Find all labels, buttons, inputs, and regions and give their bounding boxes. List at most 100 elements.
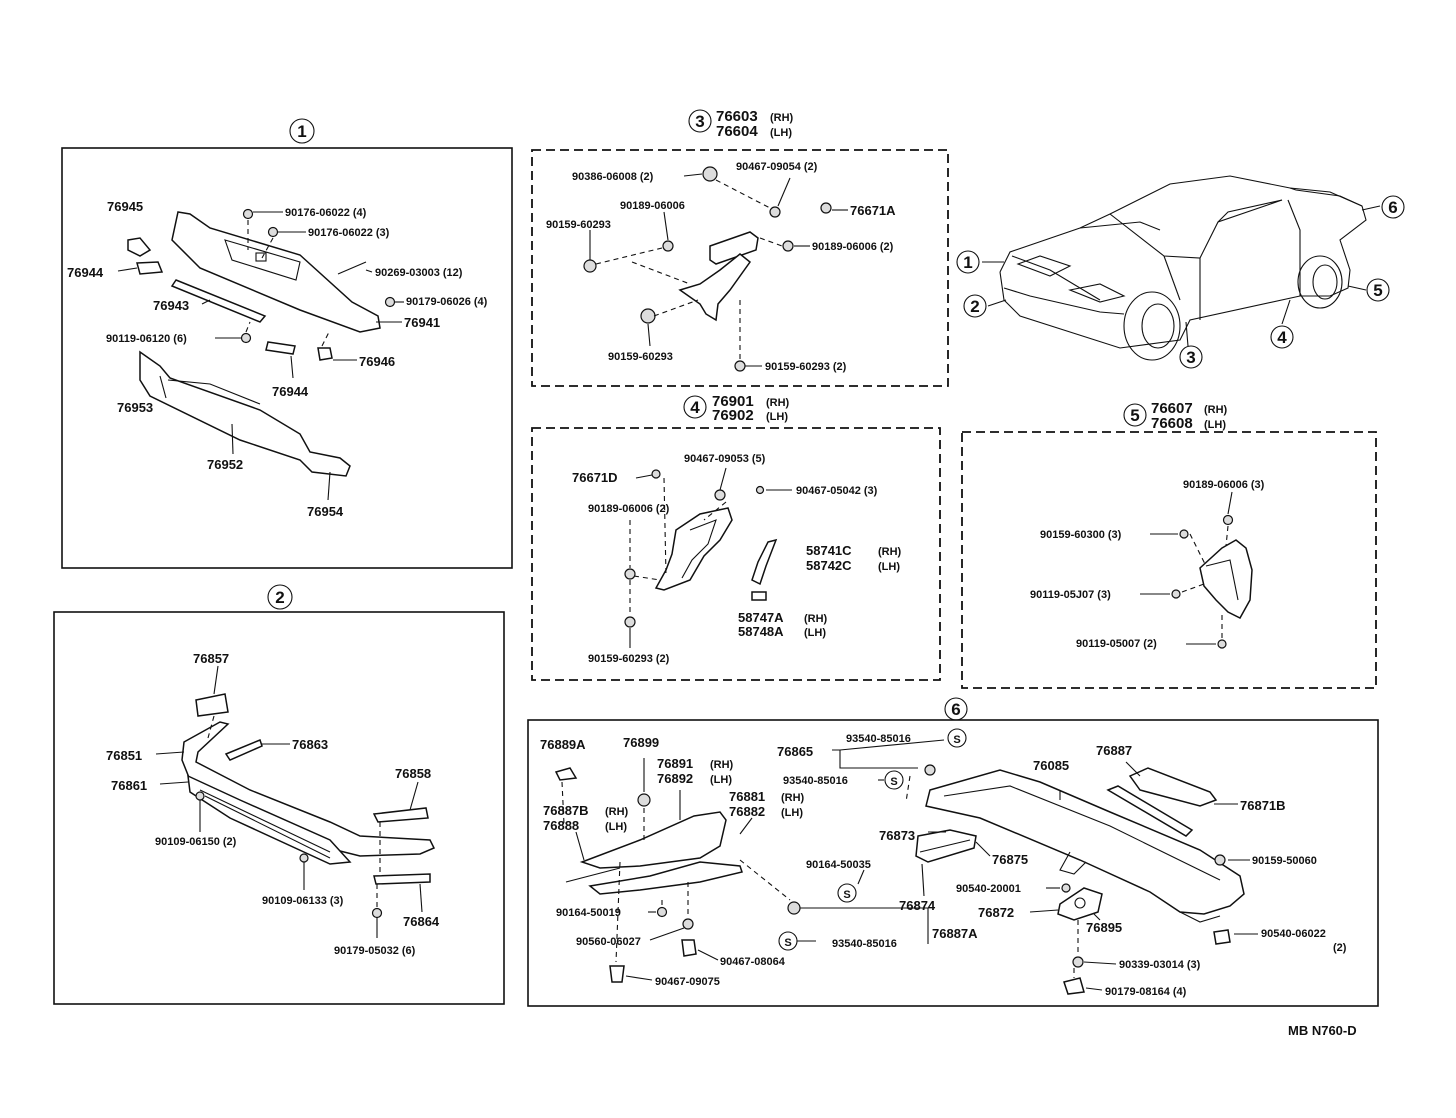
label-76952: 76952 — [207, 457, 243, 472]
header-76608: 76608 — [1151, 415, 1193, 432]
nut-90189-06006 — [624, 568, 636, 580]
rivet-90467-05042 — [755, 485, 765, 495]
car-body-outline — [999, 175, 1367, 297]
label-76881: 76881 — [729, 789, 765, 804]
label-76887: 76887 — [1096, 743, 1132, 758]
nut-90467-09054 — [769, 206, 781, 218]
header-76603-side: (RH) — [770, 112, 794, 124]
label-76892-side: (LH) — [710, 774, 732, 786]
section-4-marker — [683, 395, 707, 419]
rear-wheel — [1297, 255, 1343, 309]
car-callout-1-num: 1 — [963, 253, 972, 272]
label-76892: 76892 — [657, 771, 693, 786]
clip-76945 — [127, 237, 152, 257]
bolt-76865 — [924, 764, 936, 776]
screw-90159-60293 — [624, 616, 636, 628]
label-76888-side: (LH) — [605, 821, 627, 833]
label-90179-05032: 90179-05032 (6) — [334, 945, 416, 957]
label-76863: 76863 — [292, 737, 328, 752]
clip-76946 — [317, 347, 333, 361]
label-58741c-side: (RH) — [878, 546, 902, 558]
label-90467-09075: 90467-09075 — [655, 976, 720, 988]
label-76871b: 76871B — [1240, 798, 1286, 813]
label-76889a: 76889A — [540, 737, 586, 752]
label-76888: 76888 — [543, 818, 579, 833]
car-callout-2 — [963, 294, 987, 318]
label-76944-a: 76944 — [67, 265, 104, 280]
label-76945: 76945 — [107, 199, 143, 214]
washer-90540-06022 — [1213, 929, 1231, 945]
bracket-76863 — [224, 739, 263, 761]
label-90159-50060: 90159-50060 — [1252, 855, 1317, 867]
label-58742c: 58742C — [806, 558, 852, 573]
panel-3-frame — [531, 149, 949, 387]
grommet-76899 — [637, 793, 651, 807]
label-76946: 76946 — [359, 354, 395, 369]
label-76895: 76895 — [1086, 920, 1122, 935]
flare-upper-76603 — [709, 231, 759, 265]
label-90159-60293: 90159-60293 (2) — [588, 653, 670, 665]
cap-76889a — [554, 767, 578, 781]
nut-90189-06006 — [662, 240, 674, 252]
clip-76944a — [136, 261, 164, 275]
label-90467-05042: 90467-05042 (3) — [796, 485, 878, 497]
label-76857: 76857 — [193, 651, 229, 666]
nut-90540-20001 — [1061, 883, 1071, 893]
label-90176-06022-4: 90176-06022 (4) — [285, 207, 367, 219]
label-58747a-side: (RH) — [804, 613, 828, 625]
panel-4-frame — [531, 427, 941, 681]
panel-1: 1 — [61, 118, 513, 569]
header-76607-side: (RH) — [1204, 404, 1228, 416]
panel-1-frame — [61, 147, 513, 569]
screw-90176a — [242, 208, 254, 220]
panel-3: 3 76603 (RH) 76604 (LH) 90386-06008 (2) — [531, 108, 949, 387]
screw-90159-60300 — [1179, 529, 1189, 539]
rear-spoiler-76085 — [925, 769, 1245, 915]
label-90119-05007: 90119-05007 (2) — [1076, 638, 1157, 650]
header-76902: 76902 — [712, 407, 754, 424]
label-76943: 76943 — [153, 298, 189, 313]
bracket-76871b — [1128, 767, 1218, 807]
label-76851: 76851 — [106, 748, 142, 763]
label-76865: 76865 — [777, 744, 813, 759]
label-93540-85016-c: 93540-85016 — [832, 938, 897, 950]
label-90189-06006-a: 90189-06006 — [620, 200, 685, 212]
label-76881-side: (RH) — [781, 792, 805, 804]
label-76858: 76858 — [395, 766, 431, 781]
header-76608-side: (LH) — [1204, 419, 1226, 431]
section-6-number: 6 — [951, 700, 960, 719]
s-symbol-4-text: S — [784, 937, 791, 949]
header-76901-side: (RH) — [766, 397, 790, 409]
pad-58747a — [751, 591, 767, 601]
header-76607: 76607 — [1151, 400, 1193, 417]
label-90164-50019: 90164-50019 — [556, 907, 621, 919]
panel-4: 4 76901 (RH) 76902 (LH) 90467-09053 (5) … — [531, 393, 941, 681]
nut-90179-05032 — [371, 907, 383, 919]
clip-76671a — [820, 202, 832, 214]
label-58748a: 58748A — [738, 624, 784, 639]
section-4-number: 4 — [690, 398, 700, 417]
screw-90176b — [267, 226, 279, 238]
panel-2: 2 76857 76851 76863 76861 76858 90109- — [53, 584, 505, 1005]
header-76901: 76901 — [712, 393, 754, 410]
screw-90109a — [195, 791, 205, 801]
drawing-code: MB N760-D — [1288, 1023, 1357, 1038]
screw-90119-05j07 — [1171, 589, 1181, 599]
nut-90467-09075 — [609, 965, 625, 983]
label-76887b: 76887B — [543, 803, 589, 818]
label-76887a: 76887A — [932, 926, 978, 941]
label-90467-09053: 90467-09053 (5) — [684, 453, 766, 465]
s-symbol-1 — [947, 728, 967, 748]
bracket-76943 — [170, 279, 267, 323]
label-58742c-side: (LH) — [878, 561, 900, 573]
label-58741c: 58741C — [806, 543, 852, 558]
label-90159-60293-a: 90159-60293 — [546, 219, 611, 231]
screw-90159-50060 — [1214, 854, 1226, 866]
clip-76671d — [651, 469, 661, 479]
label-90179-06026: 90179-06026 (4) — [406, 296, 488, 308]
nut-90467-08064 — [681, 939, 697, 957]
section-1-number: 1 — [297, 122, 306, 141]
label-76887b-side: (RH) — [605, 806, 629, 818]
section-1-marker — [289, 118, 315, 144]
bracket-76864 — [373, 873, 431, 885]
